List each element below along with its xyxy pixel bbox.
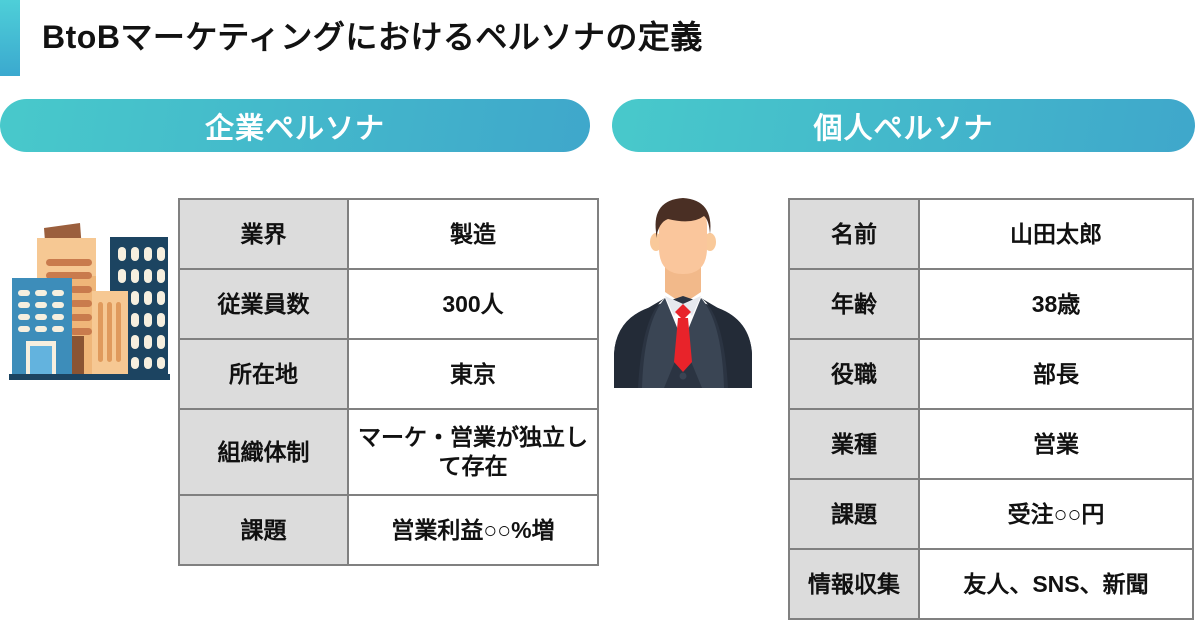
- row-key: 従業員数: [178, 268, 349, 340]
- row-value: 友人、SNS、新聞: [918, 548, 1194, 620]
- row-value: 山田太郎: [918, 198, 1194, 270]
- building-tan-stripes: [46, 259, 92, 335]
- row-key: 課題: [788, 478, 920, 550]
- row-value: 部長: [918, 338, 1194, 410]
- avatar-collar-right: [683, 296, 701, 316]
- row-key: 年齢: [788, 268, 920, 340]
- table-row: 課題 営業利益○○%増: [178, 494, 599, 566]
- table-row: 役職 部長: [788, 338, 1194, 410]
- avatar-lapel-right: [683, 298, 724, 388]
- table-row: 所在地 東京: [178, 338, 599, 410]
- businessman-avatar-icon: [614, 198, 752, 388]
- avatar-neck: [665, 264, 701, 304]
- section-header-person: 個人ペルソナ: [612, 99, 1195, 152]
- section-header-person-label: 個人ペルソナ: [813, 112, 994, 145]
- table-row: 年齢 38歳: [788, 268, 1194, 340]
- avatar-jacket-panel-left: [614, 298, 665, 388]
- section-header-company: 企業ペルソナ: [0, 99, 590, 152]
- table-row: 情報収集 友人、SNS、新聞: [788, 548, 1194, 620]
- row-value: マーケ・営業が独立して存在: [347, 408, 599, 496]
- table-row: 従業員数 300人: [178, 268, 599, 340]
- avatar-collar-left: [665, 296, 683, 316]
- avatar-jacket-button: [679, 372, 687, 380]
- page-title: BtoBマーケティングにおけるペルソナの定義: [42, 19, 703, 55]
- row-value: 製造: [347, 198, 599, 270]
- row-value: 受注○○円: [918, 478, 1194, 550]
- row-key: 情報収集: [788, 548, 920, 620]
- row-value: 300人: [347, 268, 599, 340]
- row-value: 38歳: [918, 268, 1194, 340]
- row-key: 名前: [788, 198, 920, 270]
- building-door: [30, 346, 52, 377]
- table-row: 業種 営業: [788, 408, 1194, 480]
- section-header-company-label: 企業ペルソナ: [204, 112, 385, 145]
- row-key: 役職: [788, 338, 920, 410]
- row-value: 営業利益○○%増: [347, 494, 599, 566]
- row-key: 組織体制: [178, 408, 349, 496]
- avatar-hair: [655, 198, 711, 238]
- person-persona-table: 名前 山田太郎 年齢 38歳 役職 部長 業種 営業 課題 受注○○円 情報収集…: [788, 198, 1194, 620]
- table-row: 課題 受注○○円: [788, 478, 1194, 550]
- office-buildings-icon: [9, 223, 170, 380]
- avatar-tie-knot: [675, 304, 691, 320]
- title-accent-bar: [0, 0, 20, 76]
- avatar-face: [659, 204, 707, 274]
- row-key: 業種: [788, 408, 920, 480]
- table-row: 名前 山田太郎: [788, 198, 1194, 270]
- building-blue-windows: [18, 290, 64, 332]
- row-key: 所在地: [178, 338, 349, 410]
- avatar-lapel-left: [642, 298, 683, 388]
- row-value: 営業: [918, 408, 1194, 480]
- building-ground-base: [9, 374, 170, 380]
- avatar-jacket-panel-right: [701, 298, 752, 388]
- building-tan-block-stripes: [98, 302, 121, 362]
- row-key: 課題: [178, 494, 349, 566]
- table-row: 業界 製造: [178, 198, 599, 270]
- company-persona-table: 業界 製造 従業員数 300人 所在地 東京 組織体制 マーケ・営業が独立して存…: [178, 198, 599, 566]
- row-key: 業界: [178, 198, 349, 270]
- row-value: 東京: [347, 338, 599, 410]
- avatar-tie: [674, 318, 692, 372]
- table-row: 組織体制 マーケ・営業が独立して存在: [178, 408, 599, 496]
